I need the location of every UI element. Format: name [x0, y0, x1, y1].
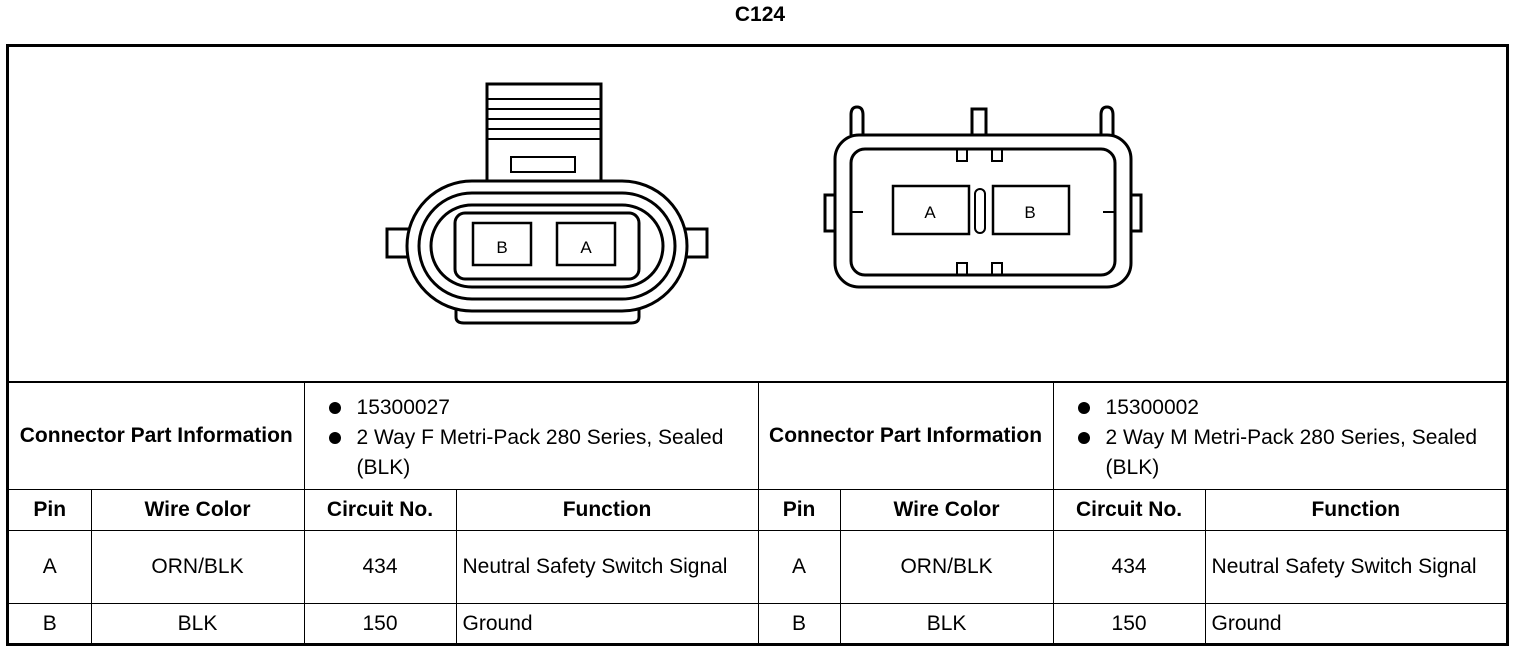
column-header-row: Pin Wire Color Circuit No. Function Pin … — [9, 489, 1507, 531]
wire-color-cell: ORN/BLK — [839, 530, 1054, 604]
col-header-wire-color: Wire Color — [839, 489, 1054, 531]
female-connector-drawing — [385, 82, 709, 325]
left-part-number: 15300027 — [327, 393, 758, 423]
function-cell: Ground — [1204, 603, 1507, 644]
function-cell: Ground — [455, 603, 759, 644]
left-part-description: 2 Way F Metri-Pack 280 Series, Sealed (B… — [327, 423, 758, 483]
col-header-function: Function — [1204, 489, 1507, 531]
pin-cell: B — [9, 603, 92, 644]
col-header-wire-color: Wire Color — [90, 489, 305, 531]
wire-color-cell: BLK — [839, 603, 1054, 644]
male-cavity-label: B — [1024, 203, 1035, 222]
right-part-info-cell: 15300002 2 Way M Metri-Pack 280 Series, … — [1052, 383, 1507, 490]
circuit-cell: 434 — [1052, 530, 1206, 604]
circuit-cell: 434 — [303, 530, 457, 604]
pinout-table: Connector Part Information 15300027 2 Wa… — [9, 383, 1507, 644]
circuit-cell: 150 — [1052, 603, 1206, 644]
table-row: B BLK 150 Ground B BLK 150 Ground — [9, 603, 1507, 644]
male-cavity-label: A — [924, 203, 936, 222]
connector-title: C124 — [734, 3, 786, 26]
col-header-function: Function — [455, 489, 759, 531]
wire-color-cell: BLK — [90, 603, 305, 644]
connector-illustration-panel: B A — [9, 47, 1506, 383]
col-header-pin: Pin — [9, 489, 92, 531]
pin-cell: A — [9, 530, 92, 604]
left-connector-part-info-header: Connector Part Information — [9, 383, 305, 490]
pin-cell: B — [757, 603, 841, 644]
right-part-number: 15300002 — [1076, 393, 1507, 423]
connector-drawings: B A — [385, 82, 1143, 325]
female-cavity-label: A — [580, 238, 592, 257]
female-cavity-label: B — [496, 238, 507, 257]
right-connector-part-info-header: Connector Part Information — [757, 383, 1054, 490]
part-info-row: Connector Part Information 15300027 2 Wa… — [9, 383, 1507, 490]
connector-frame: B A — [6, 44, 1509, 646]
col-header-pin: Pin — [757, 489, 841, 531]
circuit-cell: 150 — [303, 603, 457, 644]
col-header-circuit: Circuit No. — [1052, 489, 1206, 531]
col-header-circuit: Circuit No. — [303, 489, 457, 531]
wire-color-cell: ORN/BLK — [90, 530, 305, 604]
left-part-info-cell: 15300027 2 Way F Metri-Pack 280 Series, … — [303, 383, 759, 490]
function-cell: Neutral Safety Switch Signal — [1204, 530, 1507, 604]
table-row: A ORN/BLK 434 Neutral Safety Switch Sign… — [9, 530, 1507, 604]
function-cell: Neutral Safety Switch Signal — [455, 530, 759, 604]
right-part-description: 2 Way M Metri-Pack 280 Series, Sealed (B… — [1076, 423, 1507, 483]
male-connector-drawing — [823, 105, 1143, 289]
pin-cell: A — [757, 530, 841, 604]
